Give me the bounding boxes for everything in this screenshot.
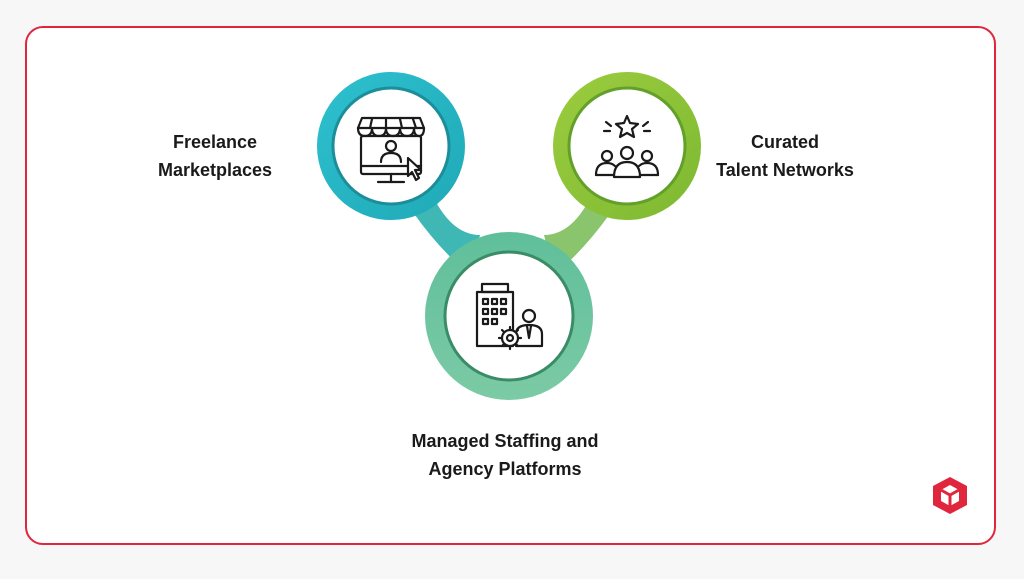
label-curated: Curated Talent Networks — [716, 132, 854, 180]
label-freelance: Freelance Marketplaces — [157, 132, 273, 180]
storefront-user-cursor-icon — [356, 116, 426, 184]
label-managed: Managed Staffing and Agency Platforms — [411, 431, 599, 479]
node-freelance — [317, 72, 465, 220]
star-team-icon — [594, 114, 660, 179]
node-managed — [425, 232, 593, 400]
building-gear-person-icon — [475, 282, 544, 351]
brand-logo-icon — [933, 477, 967, 514]
